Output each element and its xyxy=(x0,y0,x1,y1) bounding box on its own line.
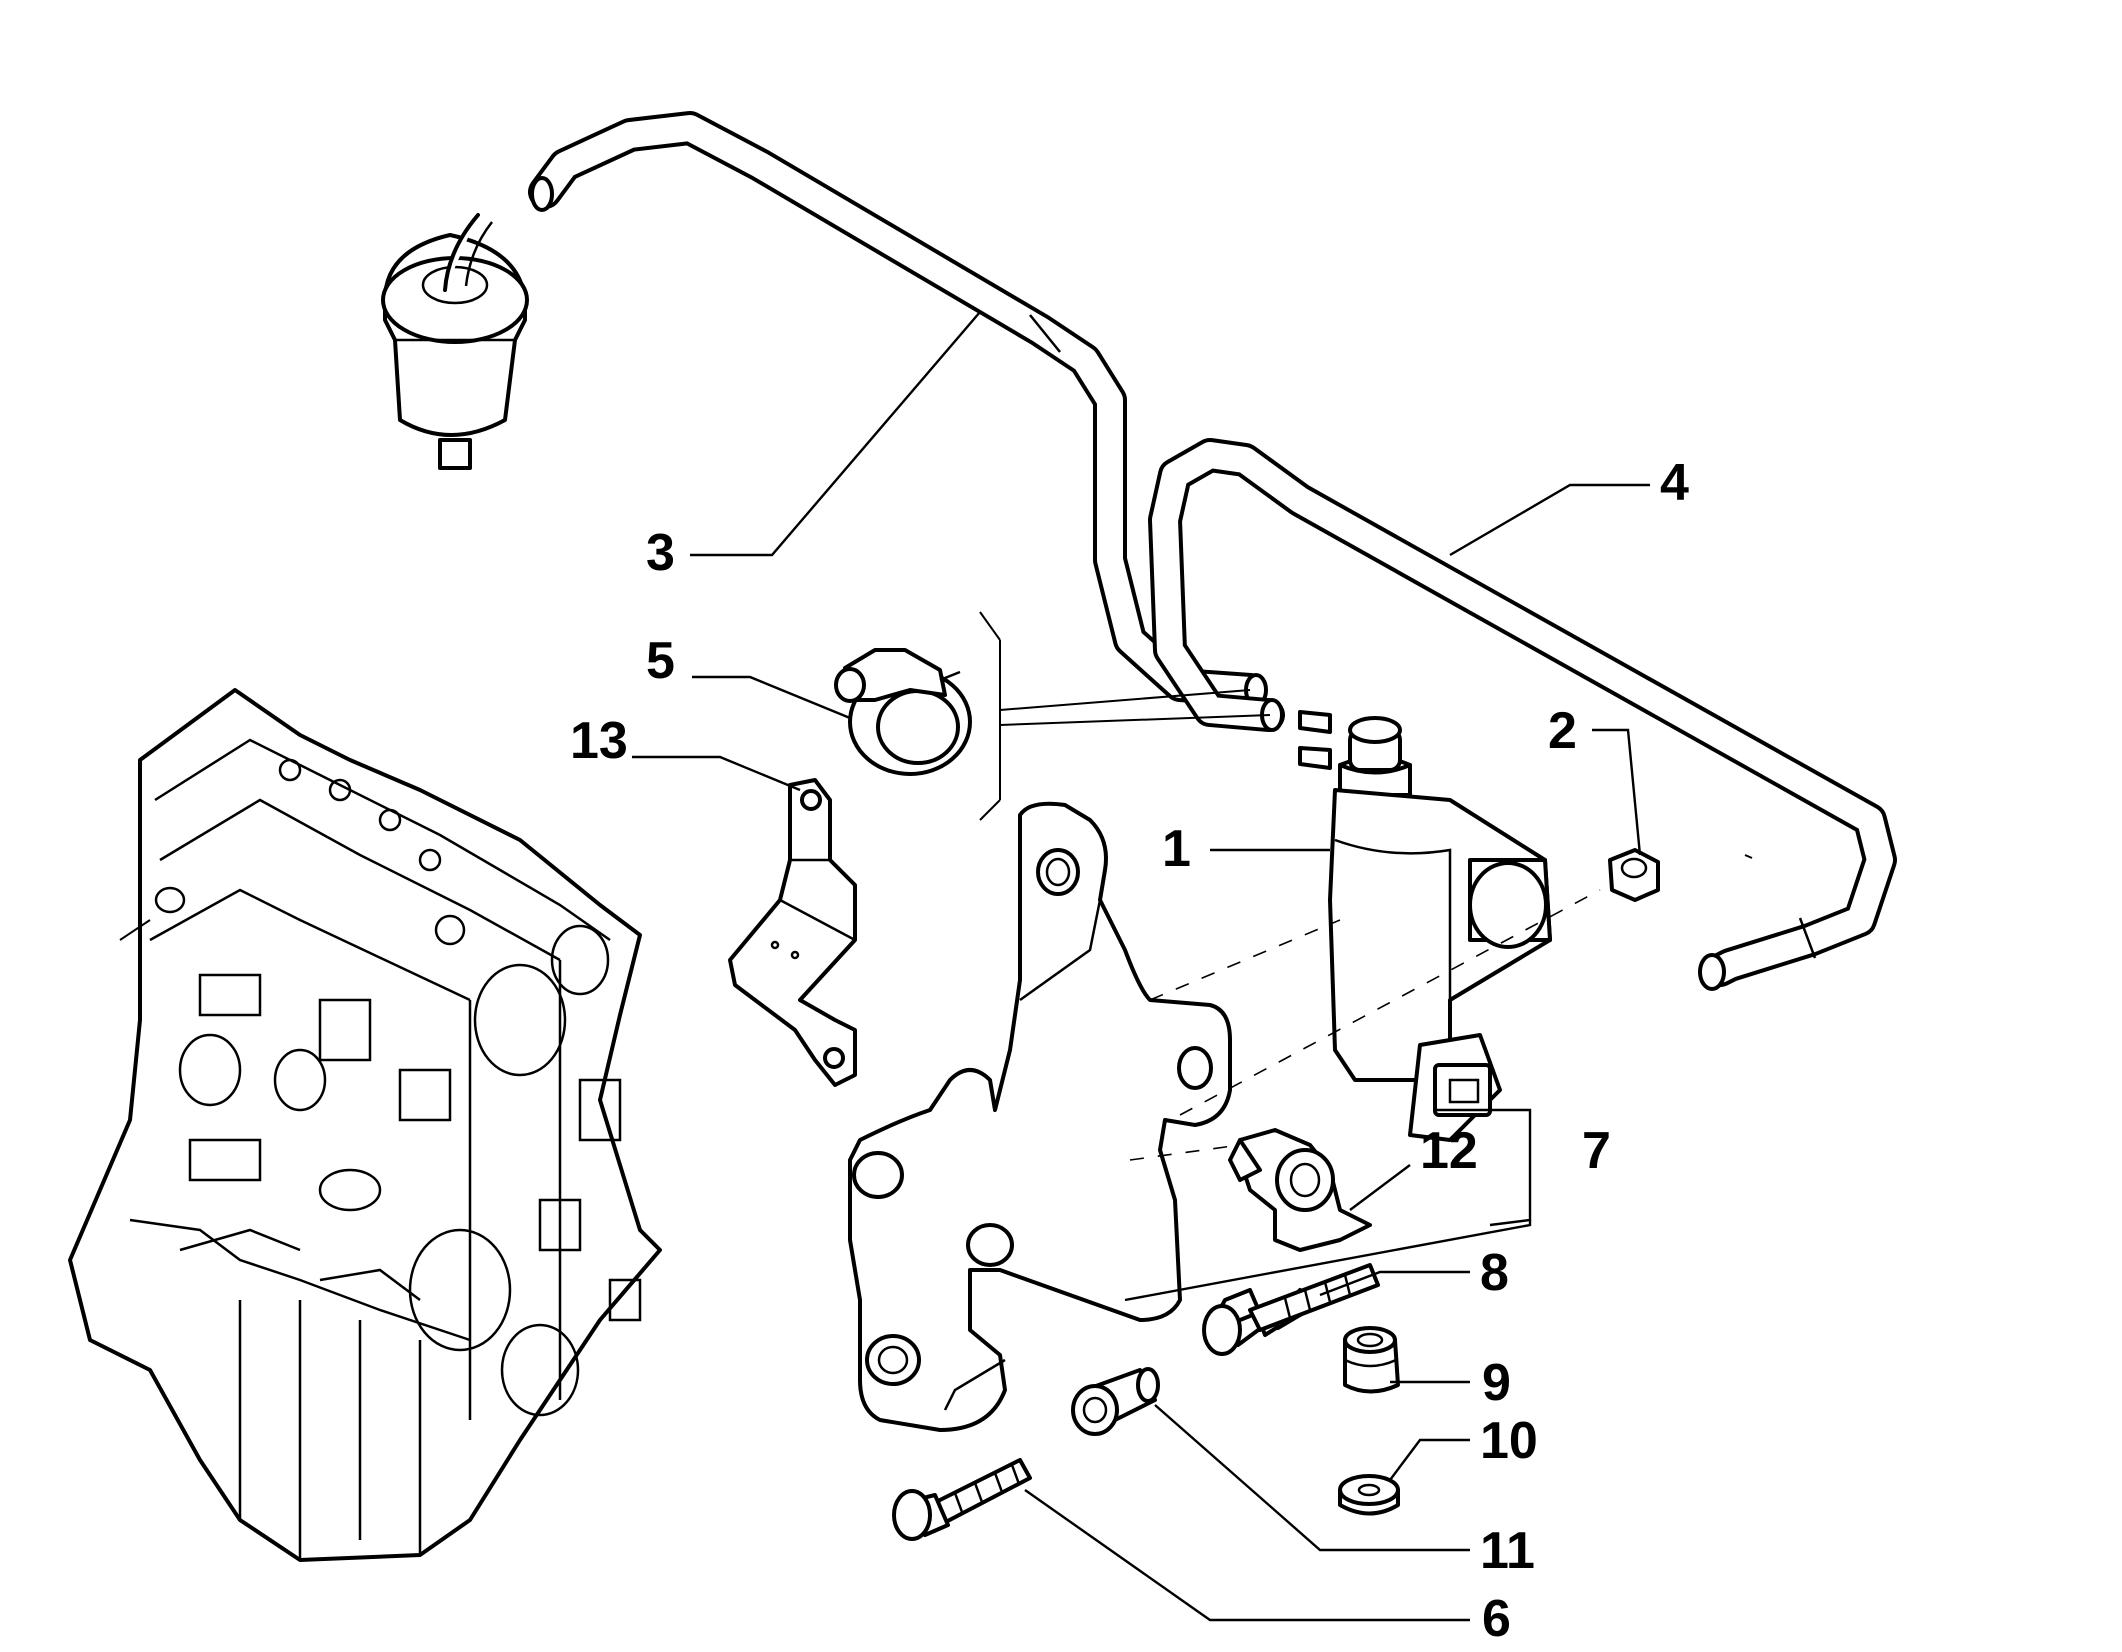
callout-leaders xyxy=(632,311,1650,1622)
callout-3: 3 xyxy=(646,524,675,582)
engine-block xyxy=(68,688,662,1562)
guide-lines xyxy=(979,611,1753,1161)
vacuum-hose-4 xyxy=(1148,438,1897,991)
bolt-8 xyxy=(1202,1263,1380,1356)
mounting-bracket xyxy=(848,801,1232,1432)
solenoid-valve xyxy=(1298,710,1552,1142)
callout-6: 6 xyxy=(1482,1590,1511,1648)
callout-7: 7 xyxy=(1582,1122,1611,1180)
callout-9: 9 xyxy=(1482,1354,1511,1412)
callout-12: 12 xyxy=(1420,1122,1478,1180)
small-bracket xyxy=(728,778,857,1087)
callout-13: 13 xyxy=(570,712,628,770)
bolt-6 xyxy=(892,1458,1032,1541)
hose-clamp xyxy=(834,648,972,776)
vacuum-filter-canister xyxy=(381,213,529,470)
callout-4: 4 xyxy=(1660,454,1689,512)
callout-2: 2 xyxy=(1548,702,1577,760)
callout-1: 1 xyxy=(1162,820,1191,878)
wiring-clip xyxy=(1228,1128,1372,1252)
grommet xyxy=(1343,1326,1400,1394)
washer xyxy=(1338,1474,1400,1516)
callout-8: 8 xyxy=(1480,1244,1509,1302)
callout-10: 10 xyxy=(1480,1412,1538,1470)
callout-5: 5 xyxy=(646,632,675,690)
callout-11: 11 xyxy=(1480,1522,1535,1580)
callout-labels: 1 2 3 4 5 6 7 8 9 10 11 12 13 xyxy=(570,454,1689,1648)
nut xyxy=(1608,848,1660,902)
bushing xyxy=(1071,1367,1160,1436)
